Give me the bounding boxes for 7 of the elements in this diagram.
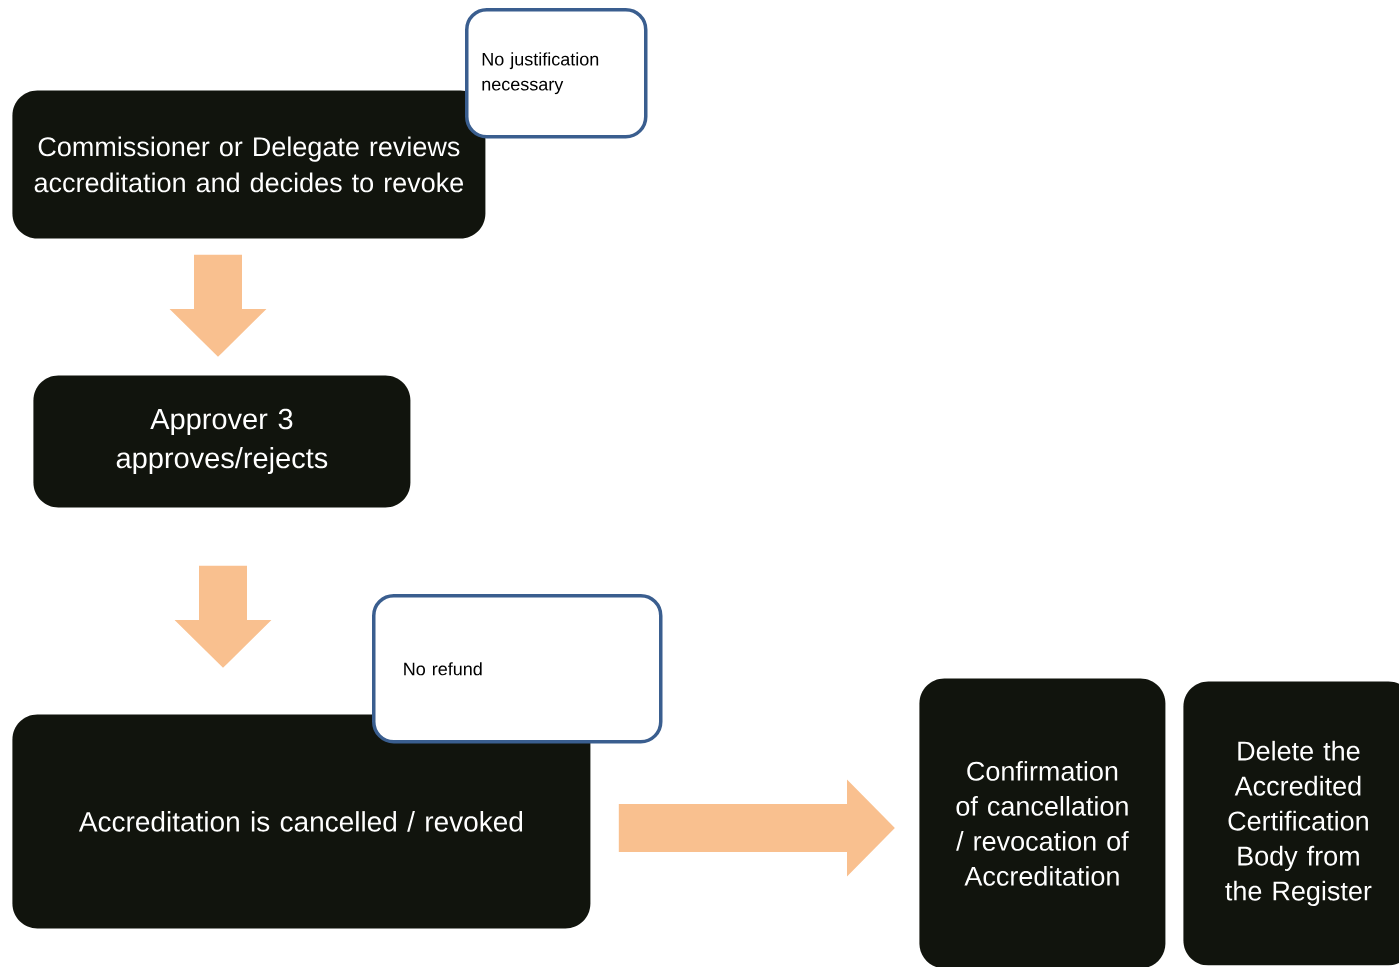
process-box: Delete the Accredited Certification Body from the Register — [1183, 681, 1399, 966]
process-box: Approver 3 approves/rejects — [33, 375, 411, 508]
process-box: Confirmation of cancellation / revocation of Accreditation — [919, 678, 1166, 967]
note-box: No refund — [372, 594, 663, 744]
note-box: No justification necessary — [465, 8, 648, 139]
process-box: Commissioner or Delegate reviews accreditation and decides to revoke — [12, 90, 486, 239]
process-box: Accreditation is cancelled / revoked — [12, 714, 591, 929]
